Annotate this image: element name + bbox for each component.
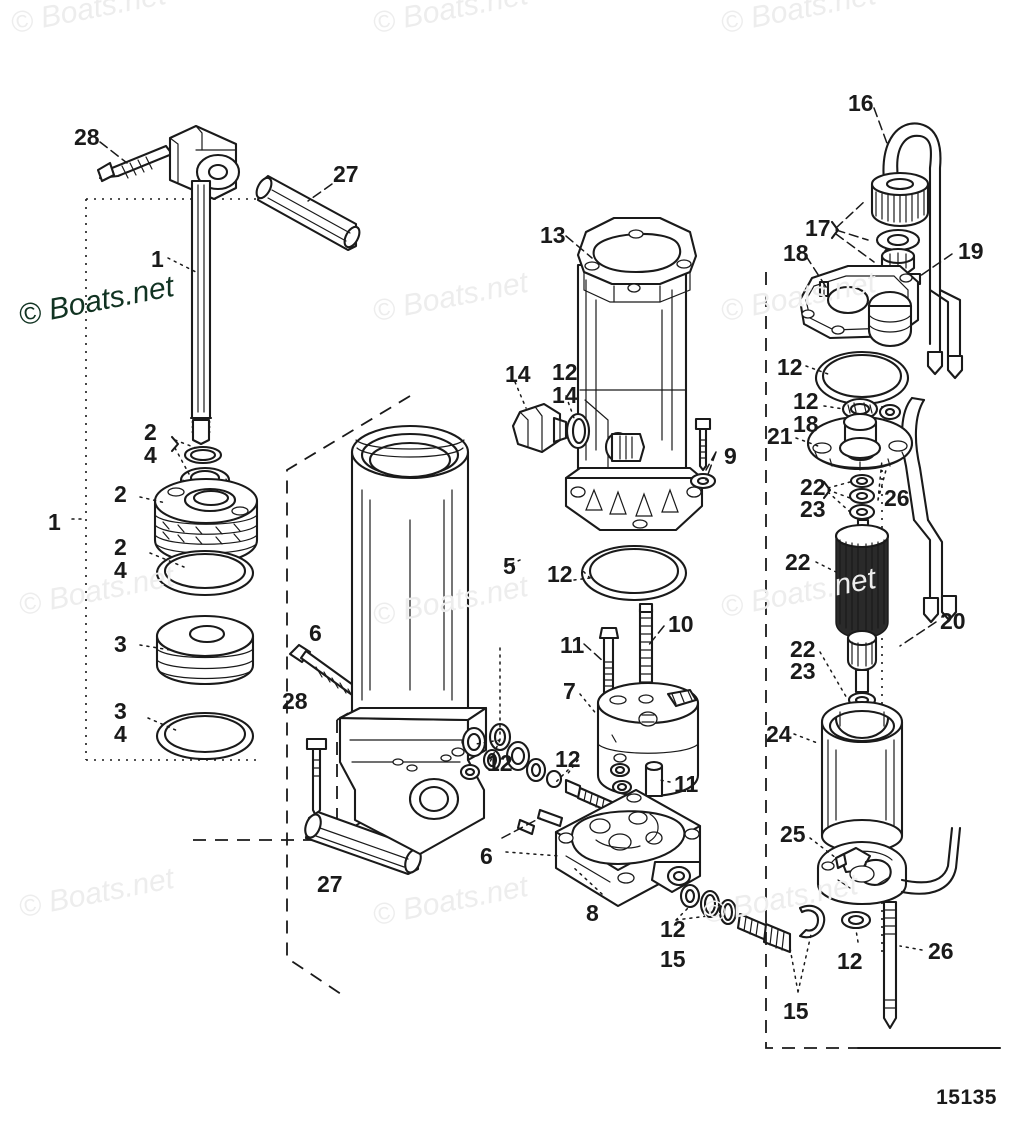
part-9-bolt-washer <box>689 417 717 490</box>
part-13-reservoir <box>564 216 704 532</box>
callout-22: 22 <box>785 549 811 575</box>
part-5-cylinder-body <box>338 424 488 856</box>
callout-12: 12 <box>487 750 513 776</box>
leader-lines-right <box>793 107 953 951</box>
callout-12: 12 <box>660 916 686 942</box>
callout-25: 25 <box>780 821 806 847</box>
callout-18: 18 <box>783 240 809 266</box>
brush-lead-wire <box>900 826 962 895</box>
callout-26: 26 <box>928 938 954 964</box>
callout-2-4: 2 4 <box>144 419 157 468</box>
part-17-nut-washer-set <box>870 171 930 276</box>
callout-3: 3 <box>114 631 127 657</box>
part-12-o-ring-right <box>814 350 910 406</box>
callout-28: 28 <box>74 124 100 150</box>
part-21-motor-end-cap <box>806 412 914 471</box>
part-28-screw-top <box>96 144 174 183</box>
callout-15: 15 <box>660 946 686 972</box>
callout-12: 12 <box>837 948 863 974</box>
part-18-end-cap <box>798 264 920 348</box>
callout-9: 9 <box>724 443 737 469</box>
callout-24: 24 <box>766 721 792 747</box>
callout-6: 6 <box>309 620 322 646</box>
callout-28: 28 <box>282 688 308 714</box>
bracket-group-1 <box>85 198 290 761</box>
callout-26: 26 <box>884 485 910 511</box>
part-22-23-washers-upper <box>848 473 876 521</box>
callout-12: 12 <box>555 746 581 772</box>
callout-19: 19 <box>958 238 984 264</box>
callout-14: 14 <box>505 361 531 387</box>
part-25-brush-plate <box>816 840 908 906</box>
part-3-piston <box>155 614 255 686</box>
callout-13: 13 <box>540 222 566 248</box>
callout-2: 2 <box>114 481 127 507</box>
part-22-armature <box>834 518 890 694</box>
part-27-pin-top <box>255 174 361 252</box>
callout-15: 15 <box>783 998 809 1024</box>
callout-22: 22 <box>800 474 826 500</box>
part-26-through-bolt <box>882 900 898 1030</box>
diagram-id-number: 15135 <box>936 1086 997 1109</box>
callout-11: 11 <box>674 771 699 797</box>
callout-17: 17 <box>805 215 831 241</box>
part-2-4-o-ring <box>155 549 255 597</box>
callout-8: 8 <box>586 900 599 926</box>
callout-12-14: 12 14 <box>552 359 578 408</box>
callout-12: 12 <box>793 388 819 414</box>
leader-lines-center <box>475 235 813 993</box>
callout-22: 22 <box>790 636 816 662</box>
part-12-washer-lower-right <box>840 910 872 930</box>
callout-16: 16 <box>848 90 874 116</box>
part-24-motor-frame <box>820 700 904 854</box>
callout-5: 5 <box>503 553 516 579</box>
callout-11: 11 <box>560 632 585 658</box>
part-14-fill-plug <box>511 402 568 454</box>
callout-1: 1 <box>48 509 61 535</box>
callout-23: 23 <box>800 496 826 522</box>
part-8-valve-manifold <box>516 788 702 908</box>
callout-21: 21 <box>767 423 793 449</box>
callout-27: 27 <box>317 871 343 897</box>
part-1-rod-assembly <box>168 124 241 446</box>
callout-12: 12 <box>547 561 573 587</box>
part-12-15-valve-stack <box>679 883 826 954</box>
callout-23: 23 <box>790 658 816 684</box>
part-28-screw-lower <box>305 737 328 818</box>
part-2-piston-seal-pack <box>153 477 259 565</box>
part-3-4-o-ring <box>155 711 255 761</box>
callout-27: 27 <box>333 161 359 187</box>
part-27-pin-lower <box>304 810 422 876</box>
part-16-wire-harness <box>882 122 964 624</box>
callout-10: 10 <box>668 611 694 637</box>
callout-1: 1 <box>151 246 164 272</box>
callout-3-4: 3 4 <box>114 698 127 747</box>
part-12-large-o-ring-center <box>580 544 688 602</box>
callout-7: 7 <box>563 678 576 704</box>
callout-12: 12 <box>777 354 803 380</box>
leader-lines-left <box>71 141 333 732</box>
part-12-14-o-ring <box>565 412 591 450</box>
callout-2-4: 2 4 <box>114 534 127 583</box>
callout-18: 18 <box>793 411 819 437</box>
callout-20: 20 <box>940 608 966 634</box>
callout-6: 6 <box>480 843 493 869</box>
